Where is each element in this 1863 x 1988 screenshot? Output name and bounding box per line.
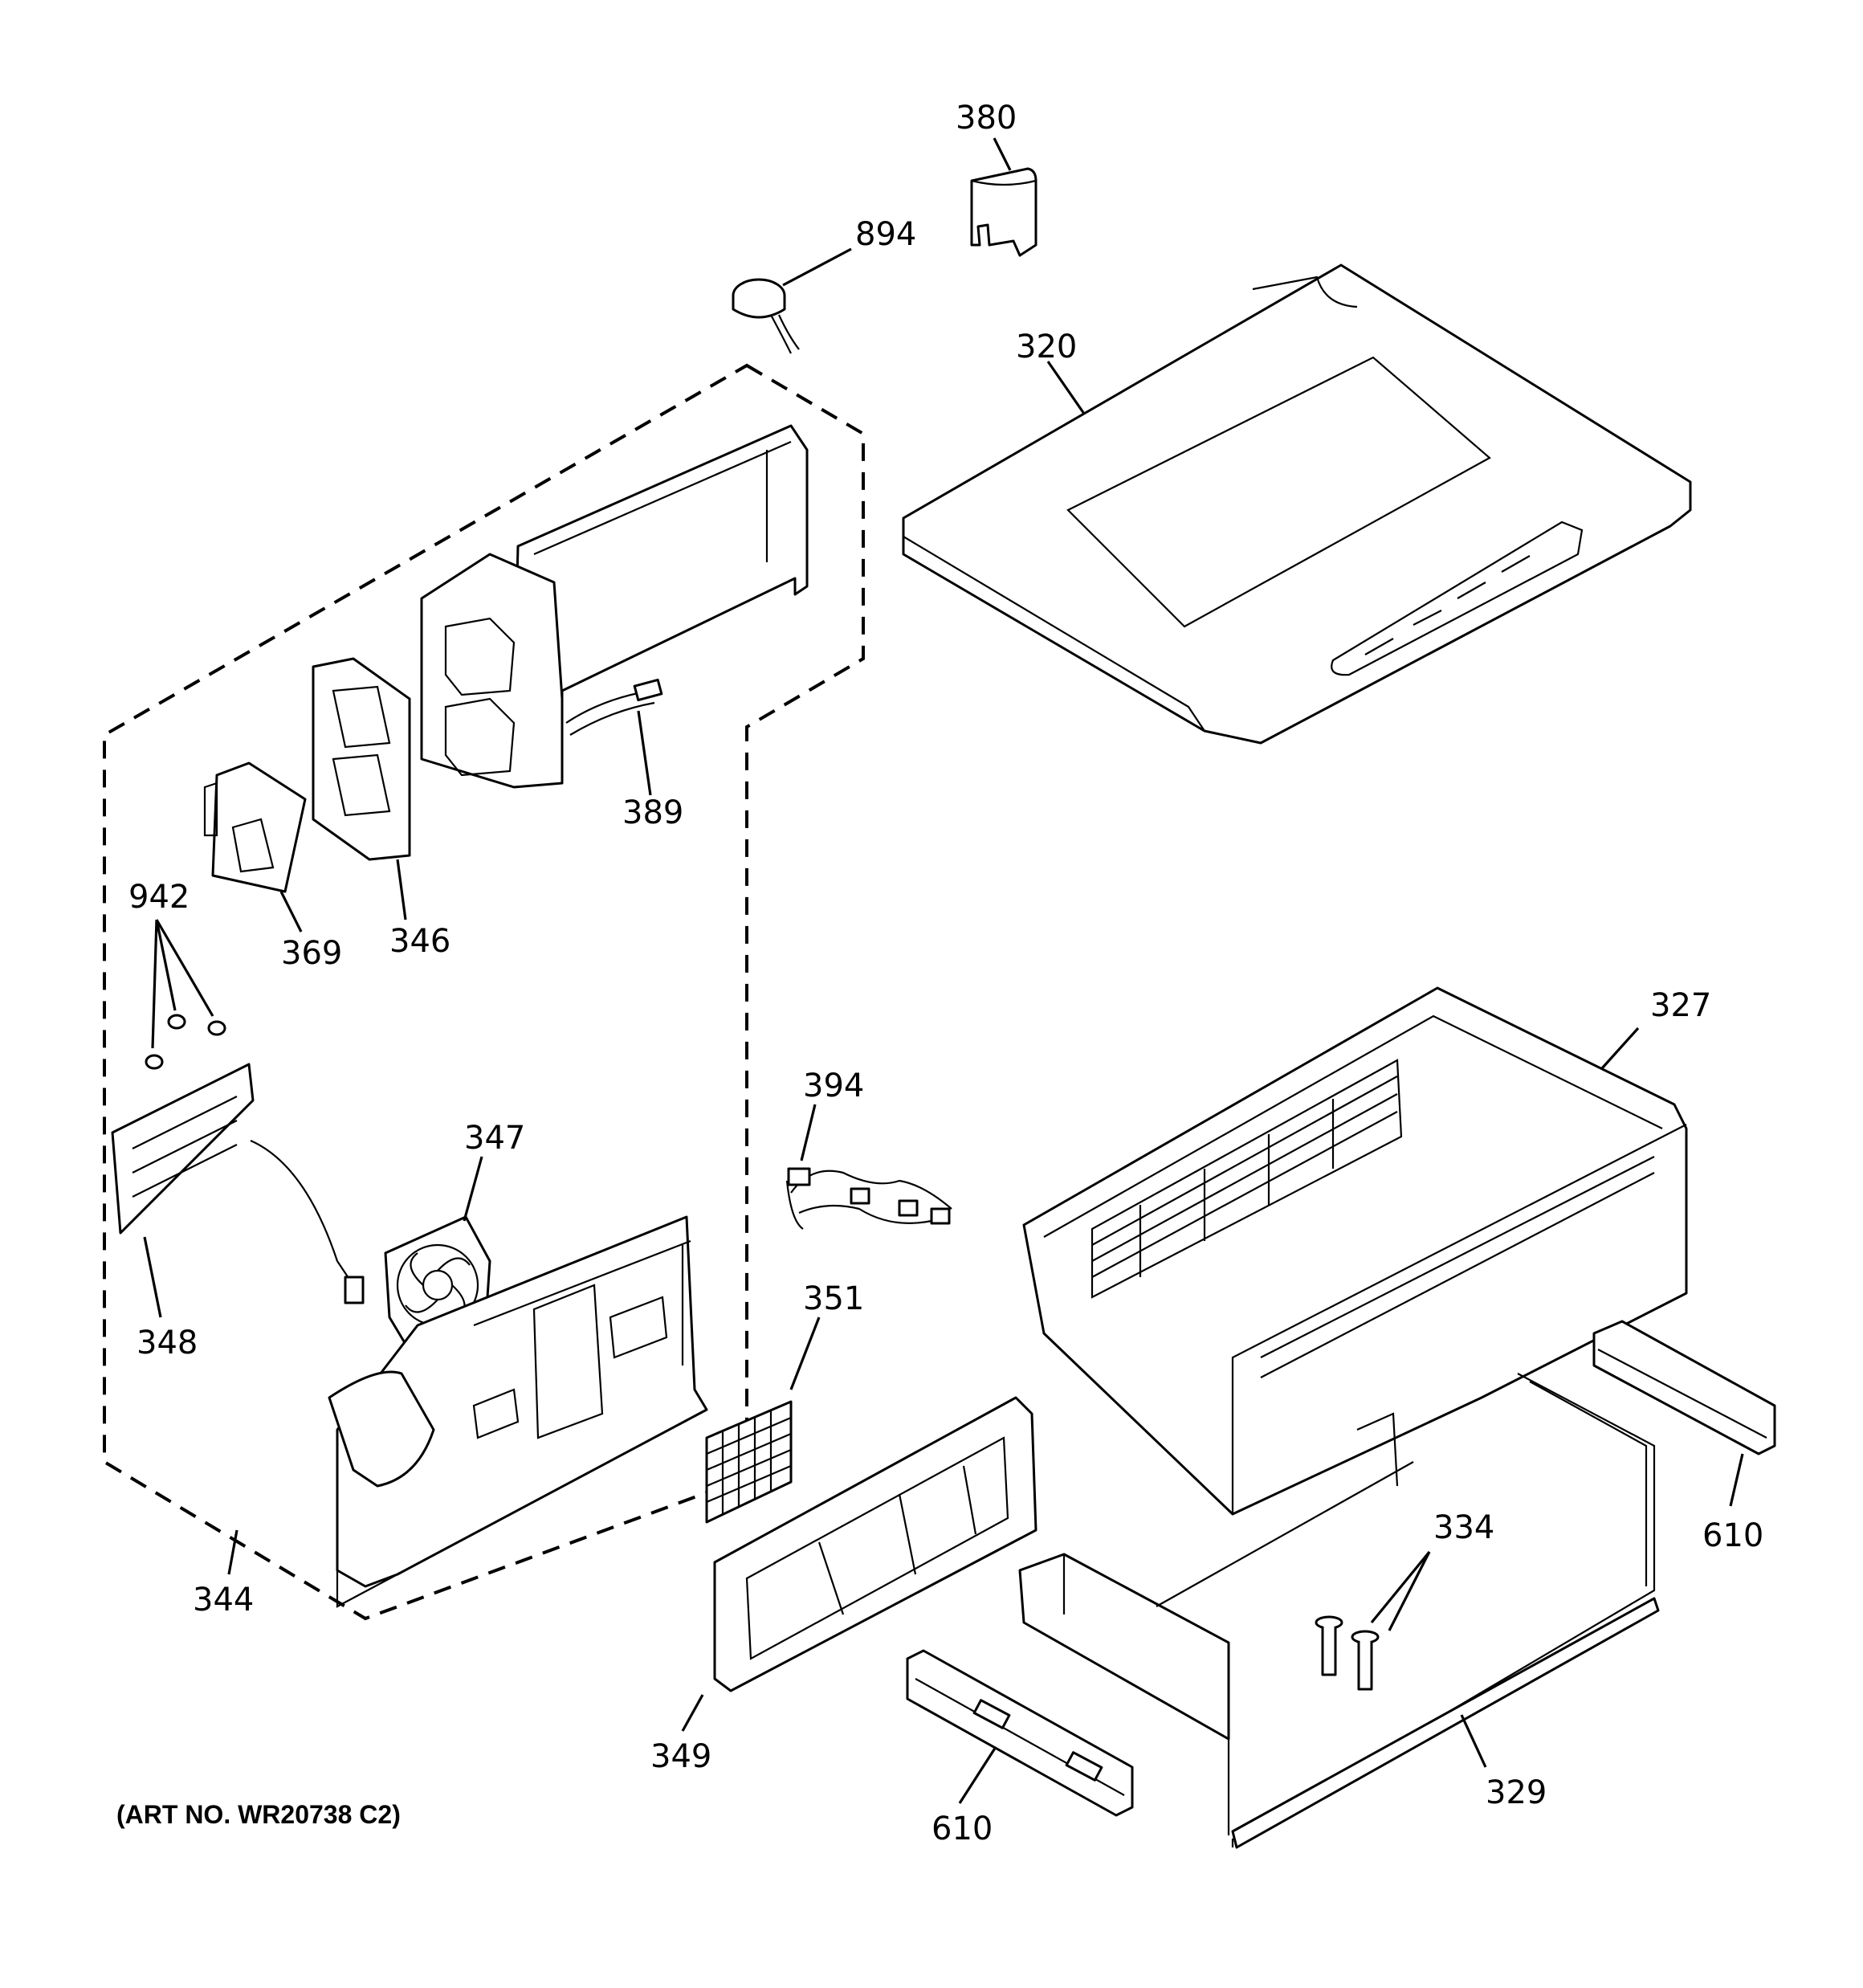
callout-380: 380 bbox=[956, 100, 1017, 137]
leader-lines bbox=[143, 137, 1744, 1804]
callout-942: 942 bbox=[128, 879, 190, 916]
callout-369: 369 bbox=[281, 935, 342, 972]
part-894-thermistor bbox=[732, 278, 800, 354]
part-380-cap bbox=[970, 167, 1037, 257]
part-334-screws bbox=[1315, 1615, 1380, 1691]
part-349-grille bbox=[713, 1396, 1037, 1692]
part-389-sensor bbox=[565, 678, 663, 736]
callout-347: 347 bbox=[464, 1120, 525, 1157]
part-346-frame bbox=[312, 657, 411, 861]
callout-349: 349 bbox=[650, 1738, 711, 1775]
part-duct-housing bbox=[420, 424, 809, 789]
part-320-top-cover bbox=[902, 263, 1692, 745]
part-fan-bracket bbox=[328, 1215, 708, 1608]
callout-610-bottom: 610 bbox=[932, 1810, 993, 1847]
callout-344: 344 bbox=[193, 1582, 254, 1619]
part-348-plate bbox=[111, 1063, 365, 1304]
callout-327: 327 bbox=[1650, 987, 1711, 1024]
part-942-washers bbox=[145, 1014, 226, 1070]
callout-329: 329 bbox=[1486, 1774, 1547, 1811]
callout-348: 348 bbox=[137, 1325, 198, 1361]
callout-320: 320 bbox=[1016, 329, 1077, 365]
callout-351: 351 bbox=[803, 1280, 864, 1317]
part-610-slide-bottom bbox=[906, 1649, 1134, 1817]
callout-394: 394 bbox=[803, 1067, 864, 1104]
art-number: (ART NO. WR20738 C2) bbox=[116, 1800, 401, 1829]
part-329-frame bbox=[1018, 1373, 1660, 1849]
callout-894: 894 bbox=[855, 216, 916, 253]
callout-346: 346 bbox=[389, 923, 450, 960]
part-394-harness bbox=[785, 1167, 952, 1230]
callout-334: 334 bbox=[1433, 1509, 1494, 1546]
part-369-damper bbox=[203, 761, 307, 893]
part-351-screen bbox=[705, 1400, 793, 1524]
part-610-slide-right bbox=[1592, 1320, 1776, 1455]
part-327-drawer bbox=[1022, 986, 1688, 1516]
callout-610-right: 610 bbox=[1702, 1517, 1763, 1554]
callout-389: 389 bbox=[622, 794, 683, 831]
